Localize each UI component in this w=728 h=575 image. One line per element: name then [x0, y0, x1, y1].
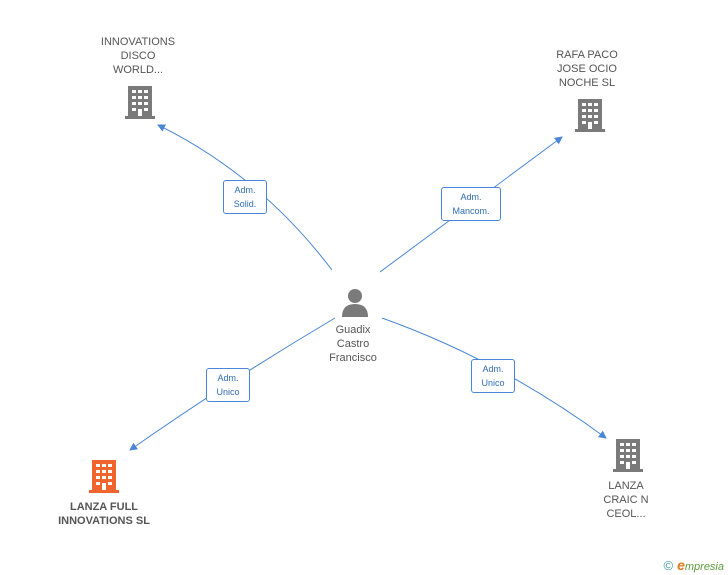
node-label-innovations-disco[interactable]: INNOVATIONS DISCO WORLD... [100, 36, 176, 76]
building-icon[interactable] [574, 97, 606, 133]
center-person-label[interactable]: Guadix Castro Francisco [329, 324, 377, 364]
node-label-rafa-paco[interactable]: RAFA PACO JOSE OCIO NOCHE SL [556, 49, 618, 89]
relation-badge-adm-unico-left[interactable]: Adm. Unico [206, 368, 250, 402]
node-label-lanza-craic[interactable]: LANZA CRAIC N CEOL... [603, 480, 649, 520]
person-icon[interactable] [340, 287, 370, 317]
relation-badge-adm-solid[interactable]: Adm. Solid. [223, 180, 267, 214]
building-icon-highlighted[interactable] [88, 458, 120, 494]
copyright-icon: © [663, 557, 674, 573]
relation-badge-adm-unico-right[interactable]: Adm. Unico [471, 359, 515, 393]
relation-badge-adm-mancom[interactable]: Adm. Mancom. [441, 187, 501, 221]
brand-name: empresia [677, 557, 724, 573]
node-label-lanza-full[interactable]: LANZA FULL INNOVATIONS SL [58, 501, 150, 527]
building-icon[interactable] [612, 437, 644, 473]
brand-watermark: © empresia [663, 557, 724, 573]
building-icon[interactable] [124, 84, 156, 120]
